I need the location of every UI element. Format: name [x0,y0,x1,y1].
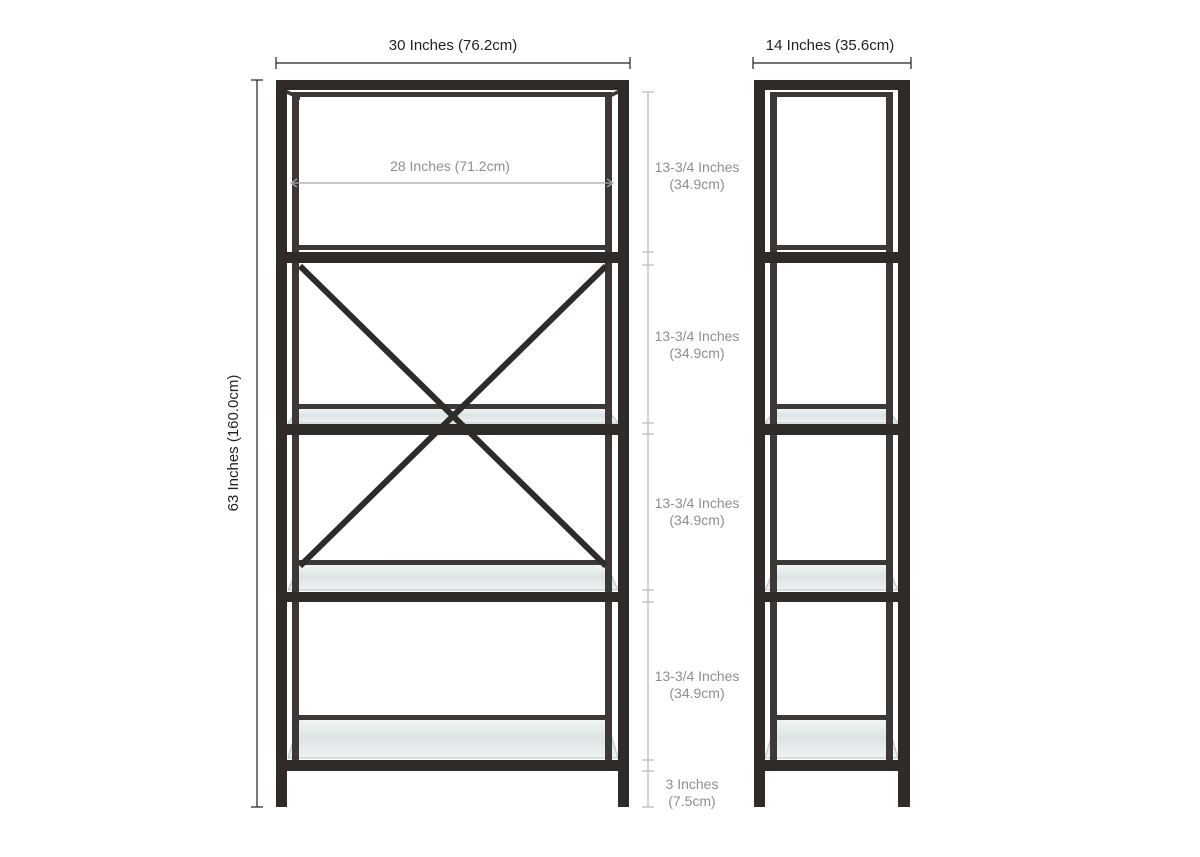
gap-cm: (34.9cm) [669,345,724,361]
inner-width-label: 28 Inches (71.2cm) [390,158,510,174]
overall-depth-dimension: 14 Inches (35.6cm) [752,37,912,69]
gap-inches: 13-3/4 Inches [655,159,740,175]
glass-shelf [764,562,899,591]
shelf-gap-label: 13-3/4 Inches (34.9cm) [655,328,740,361]
front-right-post [618,80,629,807]
overall-depth-label: 14 Inches (35.6cm) [766,37,894,54]
front-left-post [276,80,287,807]
clearance-cm: (7.5cm) [668,793,715,809]
gap-cm: (34.9cm) [669,176,724,192]
gap-cm: (34.9cm) [669,685,724,701]
overall-width-dimension: 30 Inches (76.2cm) [275,37,631,69]
clearance-inches: 3 Inches [666,776,719,792]
shelf-gap-label: 13-3/4 Inches (34.9cm) [655,668,740,701]
gap-inches: 13-3/4 Inches [655,668,740,684]
overall-height-label: 63 Inches (160.0cm) [225,375,242,512]
side-view-bookshelf [754,80,910,807]
x-brace [297,263,609,569]
gap-inches: 13-3/4 Inches [655,495,740,511]
overall-width-label: 30 Inches (76.2cm) [389,37,517,54]
front-view-bookshelf [276,80,629,807]
glass-shelf [764,716,899,759]
bottom-clearance-label: 3 Inches (7.5cm) [666,776,719,809]
side-left-post [754,80,765,807]
glass-shelf [764,406,899,424]
shelf-gap-dimensions: 13-3/4 Inches (34.9cm) 13-3/4 Inches (34… [642,91,740,809]
overall-height-dimension: 63 Inches (160.0cm) [225,79,263,808]
shelf-gap-label: 13-3/4 Inches (34.9cm) [655,159,740,192]
side-right-post [898,80,910,807]
gap-cm: (34.9cm) [669,512,724,528]
glass-shelf [287,562,619,591]
gap-inches: 13-3/4 Inches [655,328,740,344]
glass-shelf [287,716,619,759]
inner-width-dimension: 28 Inches (71.2cm) [289,158,615,188]
shelf-gap-label: 13-3/4 Inches (34.9cm) [655,495,740,528]
